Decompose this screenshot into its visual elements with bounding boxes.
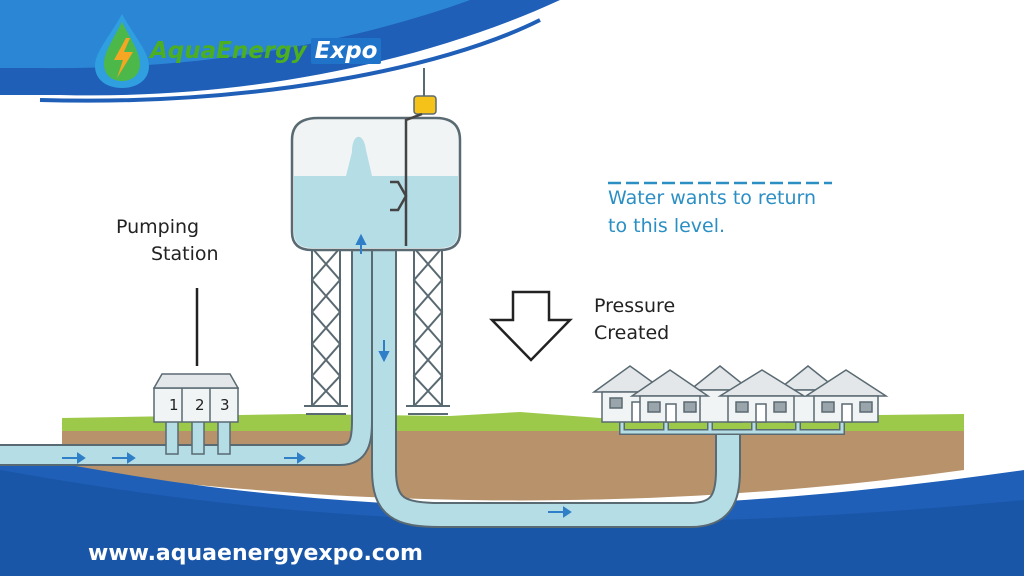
pump-house	[152, 373, 240, 423]
tower-leg-left	[304, 247, 348, 415]
pump-unit-2: 2	[195, 396, 205, 414]
pumping-station-label-line2: Station	[151, 243, 219, 265]
pump-unit-1: 1	[169, 396, 179, 414]
tower-leg-right	[406, 247, 450, 415]
top-wave-line	[39, 18, 541, 103]
pumping-station-label-line1: Pumping	[116, 216, 200, 238]
tank-water	[294, 176, 458, 248]
houses	[591, 365, 889, 423]
water-level-label-line1: Water wants to return	[608, 187, 817, 209]
pressure-label-line2: Created	[594, 322, 670, 344]
pump-pipe-3	[217, 419, 231, 455]
brand-name-part1: AquaEnergy	[150, 38, 307, 64]
pressure-arrow-icon	[489, 290, 573, 362]
pump-unit-3: 3	[220, 396, 230, 414]
pressure-label-line1: Pressure	[594, 295, 676, 317]
pump-pipe-2	[191, 419, 205, 455]
water-level-label-line2: to this level.	[608, 215, 726, 237]
logo-drop-icon	[95, 14, 149, 88]
flow-arrows	[62, 233, 572, 518]
footer-url: www.aquaenergyexpo.com	[88, 541, 423, 566]
pump-pipe-1	[165, 419, 179, 455]
inflow-spout	[346, 136, 372, 176]
level-sensor-icon	[390, 68, 437, 246]
brand-name-part2: Expo	[310, 38, 382, 64]
